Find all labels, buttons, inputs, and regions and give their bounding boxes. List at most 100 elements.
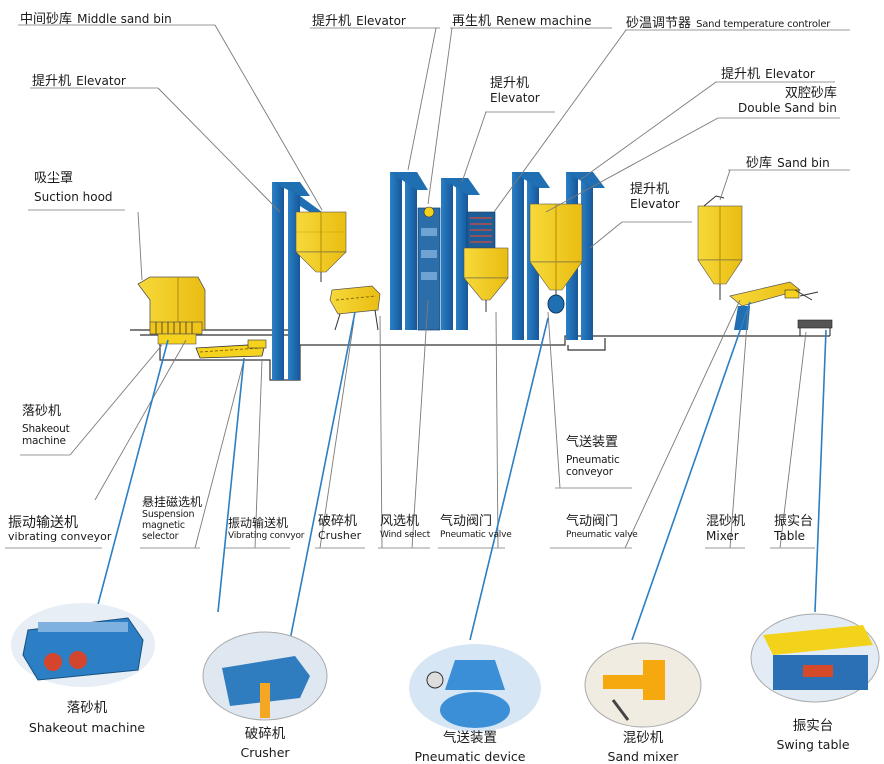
- label-en: vibrating conveyor: [8, 530, 112, 544]
- label-zh: 振动输送机: [8, 515, 78, 531]
- sand-bin-drawing: [697, 195, 743, 300]
- label-en: Double Sand bin: [738, 100, 837, 115]
- label-en: Vibrating convyor: [228, 530, 305, 541]
- renew-machine-bin-drawing: [463, 247, 509, 312]
- label-elevator-top: 提升机 Elevator: [312, 11, 406, 30]
- label-zh: 破碎机: [318, 514, 358, 529]
- caption-zh: 混砂机: [622, 730, 664, 746]
- label-en: Suspension: [142, 508, 195, 520]
- label-en: Suction hood: [34, 189, 113, 204]
- caption-en: Sand mixer: [607, 749, 679, 764]
- label-zh: 气动阀门: [566, 514, 619, 529]
- caption-crusher: 破碎机 Crusher: [210, 722, 320, 760]
- label-zh: 悬挂磁选机: [142, 495, 203, 509]
- caption-en: Crusher: [240, 745, 290, 760]
- vibrating-conveyor-drawing: [195, 339, 267, 359]
- caption-zh: 振实台: [792, 718, 834, 734]
- label-en: Sand temperature controler: [696, 19, 831, 30]
- crusher-drawing: [329, 285, 381, 331]
- label-zh: 双腔砂库: [784, 86, 837, 101]
- label-en: Elevator: [630, 196, 680, 211]
- label-suction-hood: 吸尘罩 Suction hood: [34, 171, 113, 205]
- label-zh: 再生机: [452, 14, 492, 29]
- label-en: conveyor: [566, 466, 613, 478]
- label-en: Shakeout: [22, 422, 70, 435]
- label-en: magnetic: [142, 519, 185, 531]
- label-en: Middle sand bin: [77, 12, 172, 26]
- sand-temp-controller-drawing: [466, 211, 496, 249]
- label-vibrating-conveyor: 振动输送机 vibrating conveyor: [8, 515, 111, 544]
- caption-en: Swing table: [776, 737, 850, 752]
- label-en: selector: [142, 530, 179, 542]
- suction-hood-shakeout: [137, 276, 206, 345]
- label-renew-machine: 再生机 Renew machine: [452, 11, 591, 30]
- label-zh: 吸尘罩: [34, 171, 74, 186]
- caption-zh: 气送装置: [443, 730, 497, 746]
- caption-swing-table: 振实台 Swing table: [748, 714, 878, 752]
- caption-pneumatic-device: 气送装置 Pneumatic device: [400, 726, 540, 764]
- label-en: Pneumatic valve: [440, 529, 512, 540]
- label-en: Mixer: [706, 528, 739, 543]
- label-elevator-right: 提升机 Elevator: [630, 182, 680, 212]
- caption-shakeout-machine: 落砂机 Shakeout machine: [12, 696, 162, 735]
- caption-en: Shakeout machine: [28, 720, 146, 735]
- photo-pneumatic-device: [409, 644, 541, 732]
- label-vibrating-conveyor-2: 振动输送机 Vibrating convyor: [228, 516, 305, 541]
- label-middle-sand-bin: 中间砂库 Middle sand bin: [20, 9, 172, 28]
- label-zh: 提升机: [312, 14, 352, 29]
- label-en: Pneumatic valve: [566, 529, 638, 540]
- label-en: Sand bin: [777, 156, 830, 170]
- wind-select-drawing: [417, 206, 441, 331]
- label-zh: 气送装置: [566, 435, 619, 450]
- label-en: Table: [774, 528, 806, 543]
- label-zh: 振实台: [774, 514, 814, 529]
- label-en: Elevator: [76, 74, 126, 88]
- label-zh: 砂温调节器: [626, 16, 692, 31]
- label-crusher: 破碎机 Crusher: [318, 514, 362, 543]
- caption-en: Pneumatic device: [414, 749, 526, 764]
- label-en: Elevator: [490, 90, 540, 105]
- label-table: 振实台 Table: [774, 514, 814, 544]
- callout-lines: [95, 301, 827, 641]
- label-pneumatic-conveyor: 气送装置 Pneumatic conveyor: [566, 435, 620, 478]
- label-sand-bin: 砂库 Sand bin: [746, 153, 830, 172]
- caption-zh: 落砂机: [66, 700, 108, 716]
- label-zh: 风选机: [380, 514, 420, 529]
- label-en: Wind select: [380, 529, 431, 540]
- label-pneumatic-valve-1: 气动阀门 Pneumatic valve: [440, 514, 512, 540]
- label-en: Elevator: [765, 67, 815, 81]
- label-sand-temp-controller: 砂温调节器 Sand temperature controler: [626, 13, 830, 32]
- photo-sand-mixer: [584, 642, 702, 728]
- label-mixer: 混砂机 Mixer: [706, 514, 746, 544]
- caption-sand-mixer: 混砂机 Sand mixer: [583, 726, 703, 764]
- middle-sand-bin-drawing: [295, 211, 347, 282]
- label-zh: 气动阀门: [440, 514, 493, 529]
- table-drawing: [797, 319, 833, 336]
- label-en: machine: [22, 435, 66, 447]
- double-sand-bin-drawing: [529, 203, 583, 314]
- label-elevator-mid: 提升机 Elevator: [490, 76, 540, 106]
- label-pneumatic-valve-2: 气动阀门 Pneumatic valve: [566, 514, 638, 540]
- label-zh: 提升机: [32, 74, 72, 89]
- label-zh: 砂库: [746, 156, 773, 171]
- label-en: Crusher: [318, 528, 362, 542]
- photo-crusher: [202, 631, 328, 721]
- elevator-2-drawing: [390, 172, 428, 330]
- label-zh: 落砂机: [22, 404, 62, 419]
- label-wind-select: 风选机 Wind select: [380, 514, 431, 540]
- header-rules: [18, 24, 850, 223]
- label-elevator-left: 提升机 Elevator: [32, 71, 126, 90]
- label-magnetic-selector: 悬挂磁选机 Suspension magnetic selector: [142, 495, 203, 543]
- label-zh: 振动输送机: [228, 516, 289, 530]
- label-en: Elevator: [356, 14, 406, 28]
- label-zh: 中间砂库: [20, 12, 73, 27]
- label-zh: 提升机: [721, 67, 761, 82]
- elevator-3-drawing: [441, 178, 480, 330]
- caption-zh: 破碎机: [244, 726, 286, 742]
- photo-shakeout-machine: [11, 603, 155, 687]
- label-elevator-right-top: 提升机 Elevator: [721, 64, 815, 83]
- label-zh: 混砂机: [706, 514, 746, 529]
- leader-lines: [69, 24, 807, 549]
